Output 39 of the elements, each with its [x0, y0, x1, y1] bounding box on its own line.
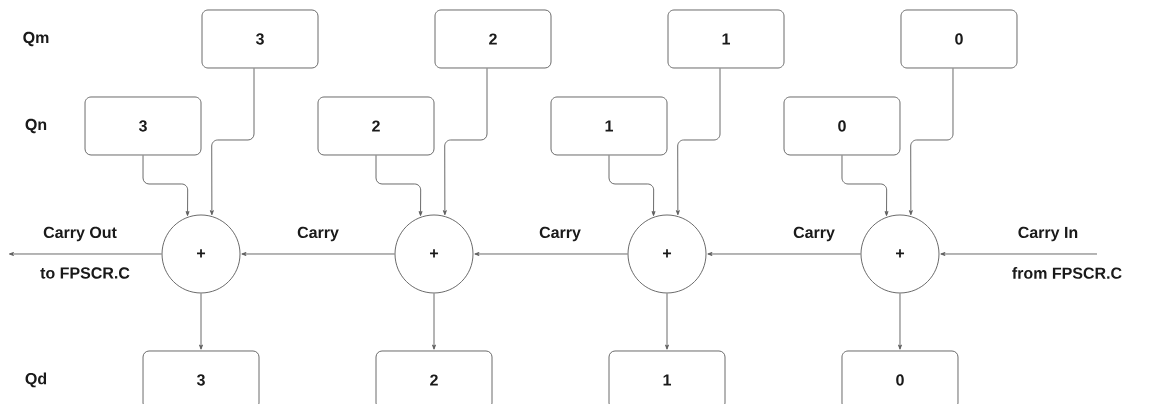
- register-box: 1: [608, 350, 726, 404]
- arrow: [199, 293, 203, 350]
- edge-label: Carry: [792, 225, 836, 243]
- edge-label: Carry: [538, 225, 582, 243]
- arrow: [209, 68, 255, 216]
- arrow: [474, 252, 628, 256]
- arrow: [665, 293, 669, 350]
- row-label: Qn: [25, 118, 47, 134]
- arrow: [432, 293, 436, 350]
- arrow: [142, 155, 190, 217]
- register-box: 2: [434, 9, 552, 69]
- row-label: from FPSCR.C: [1012, 267, 1122, 279]
- register-box: 1: [550, 96, 668, 156]
- arrow: [940, 252, 1098, 256]
- arrow: [608, 155, 656, 217]
- row-label: Qm: [23, 31, 49, 47]
- row-label: to FPSCR.C: [40, 267, 130, 279]
- arrow: [898, 293, 902, 350]
- register-box: 3: [84, 96, 202, 156]
- arrow: [442, 68, 488, 216]
- register-box: 1: [667, 9, 785, 69]
- arrow: [8, 252, 162, 256]
- register-box: 3: [201, 9, 319, 69]
- edge-label: Carry In: [1016, 225, 1080, 243]
- register-box: 0: [783, 96, 901, 156]
- edge-label: Carry: [296, 225, 340, 243]
- register-box: 3: [142, 350, 260, 404]
- arrow: [841, 155, 889, 217]
- register-box: 0: [841, 350, 959, 404]
- register-box: 2: [317, 96, 435, 156]
- register-box: 0: [900, 9, 1018, 69]
- edge-label: Carry Out: [42, 225, 118, 243]
- arrow: [908, 68, 954, 216]
- arrow: [375, 155, 423, 217]
- arrow: [241, 252, 395, 256]
- arrow: [675, 68, 721, 216]
- register-box: 2: [375, 350, 493, 404]
- row-label: Qd: [25, 372, 47, 388]
- arrow: [707, 252, 861, 256]
